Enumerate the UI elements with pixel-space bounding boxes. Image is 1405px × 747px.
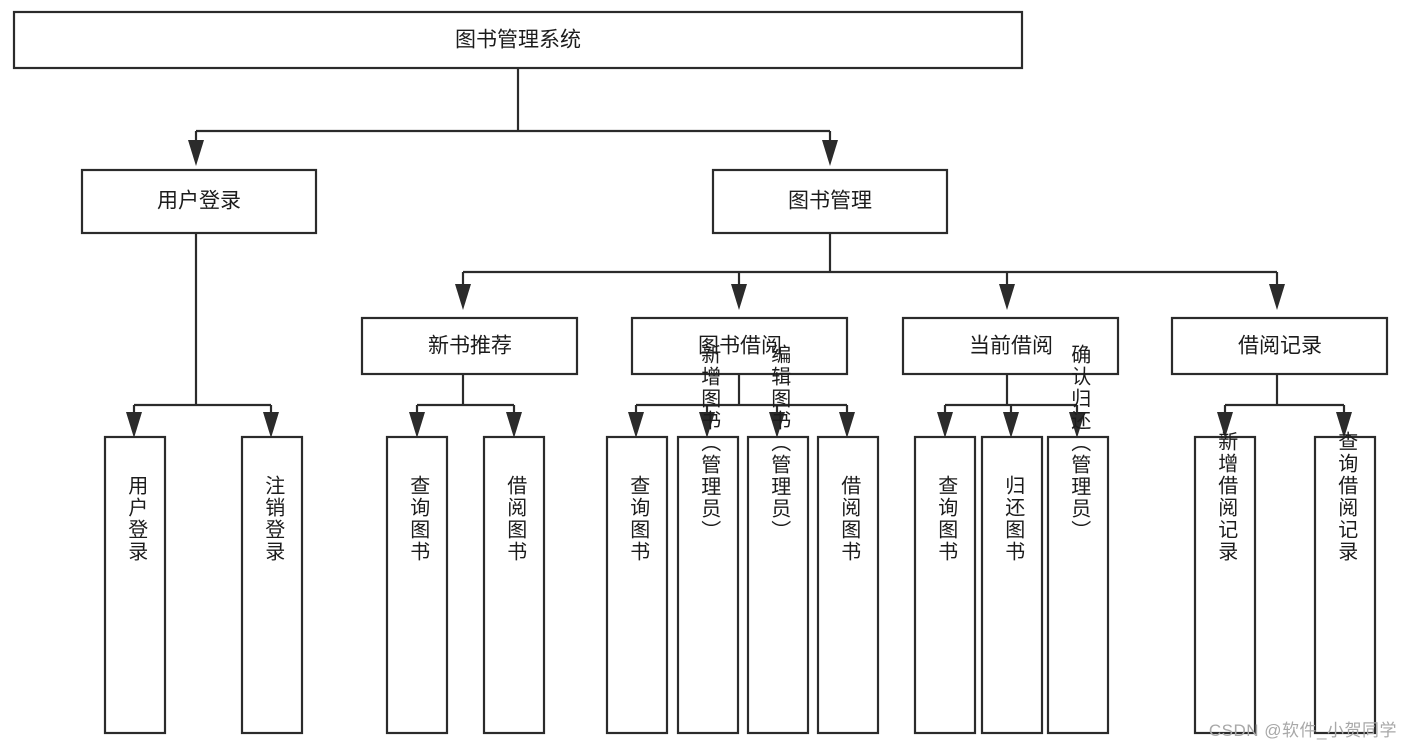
node-leaf-query-record[interactable]: 查询借阅记录	[1313, 431, 1377, 735]
node-current-borrow-label: 当前借阅	[969, 335, 1053, 358]
node-leaf-add-record-label: 新增借阅记录	[1215, 431, 1238, 563]
node-leaf-return-book-label: 归还图书	[1002, 475, 1025, 563]
node-new-book-rec-label: 新书推荐	[428, 335, 512, 358]
arrow-icon	[999, 284, 1015, 310]
arrow-icon	[1003, 412, 1019, 438]
arrow-icon	[822, 140, 838, 166]
node-leaf-borrow-book-1-label: 借阅图书	[504, 475, 527, 563]
node-leaf-query-book-1[interactable]: 查询图书	[385, 435, 449, 735]
csdn-watermark: CSDN @软件_小贺同学	[1208, 721, 1397, 740]
node-leaf-add-book-label: 新增图书（管理员）	[698, 344, 721, 542]
connector-group-current-borrow	[937, 374, 1085, 438]
node-user-login-label: 用户登录	[157, 190, 241, 213]
node-leaf-borrow-book-1[interactable]: 借阅图书	[482, 435, 546, 735]
node-book-mgmt-label: 图书管理	[788, 190, 872, 213]
arrow-icon	[839, 412, 855, 438]
arrow-icon	[263, 412, 279, 438]
connector-group-new-book-rec	[409, 374, 522, 438]
node-leaf-query-book-3-label: 查询图书	[935, 475, 958, 563]
arrow-icon	[455, 284, 471, 310]
arrow-icon	[126, 412, 142, 438]
node-book-borrow-label: 图书借阅	[698, 335, 782, 358]
node-user-login[interactable]: 用户登录	[80, 168, 318, 235]
node-leaf-return-book[interactable]: 归还图书	[980, 435, 1044, 735]
arrow-icon	[409, 412, 425, 438]
node-leaf-edit-book-label: 编辑图书（管理员）	[768, 344, 791, 542]
connector-group-user-login	[126, 233, 279, 438]
node-borrow-record[interactable]: 借阅记录	[1170, 316, 1389, 376]
node-borrow-record-label: 借阅记录	[1238, 335, 1322, 358]
node-leaf-user-login-label: 用户登录	[125, 475, 148, 563]
connector-group-borrow-record	[1217, 374, 1352, 438]
node-new-book-rec[interactable]: 新书推荐	[360, 316, 579, 376]
connector-group-book-borrow	[628, 374, 855, 438]
node-root-label: 图书管理系统	[455, 29, 581, 52]
node-leaf-user-login[interactable]: 用户登录	[103, 435, 167, 735]
node-leaf-add-record[interactable]: 新增借阅记录	[1193, 431, 1257, 735]
node-leaf-borrow-book-2[interactable]: 借阅图书	[816, 435, 880, 735]
node-leaf-confirm-return-label: 确认归还（管理员）	[1068, 344, 1091, 542]
node-leaf-logout-label: 注销登录	[262, 475, 285, 563]
node-book-borrow[interactable]: 图书借阅	[630, 316, 849, 376]
node-leaf-query-record-label: 查询借阅记录	[1335, 431, 1358, 563]
node-book-mgmt[interactable]: 图书管理	[711, 168, 949, 235]
connector-group-book-mgmt	[455, 233, 1285, 310]
node-current-borrow[interactable]: 当前借阅	[901, 316, 1120, 376]
arrow-icon	[188, 140, 204, 166]
connector-group-root	[188, 68, 838, 166]
arrow-icon	[506, 412, 522, 438]
arrow-icon	[937, 412, 953, 438]
node-leaf-query-book-2[interactable]: 查询图书	[605, 435, 669, 735]
node-leaf-borrow-book-2-label: 借阅图书	[838, 475, 861, 563]
node-root[interactable]: 图书管理系统	[12, 10, 1024, 70]
node-leaf-confirm-return[interactable]: 确认归还（管理员）	[1046, 344, 1110, 735]
node-leaf-query-book-3[interactable]: 查询图书	[913, 435, 977, 735]
arrow-icon	[1269, 284, 1285, 310]
arrow-icon	[628, 412, 644, 438]
node-leaf-edit-book[interactable]: 编辑图书（管理员）	[746, 344, 810, 735]
node-leaf-logout[interactable]: 注销登录	[240, 435, 304, 735]
node-leaf-query-book-1-label: 查询图书	[407, 475, 430, 563]
node-leaf-add-book[interactable]: 新增图书（管理员）	[676, 344, 740, 735]
arrow-icon	[731, 284, 747, 310]
node-leaf-query-book-2-label: 查询图书	[627, 475, 650, 563]
